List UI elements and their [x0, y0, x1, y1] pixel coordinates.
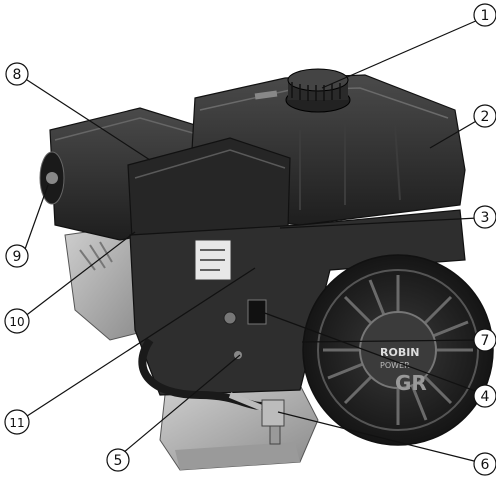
- callout-3-label: 3: [481, 210, 490, 226]
- callout-7: 7: [473, 328, 496, 352]
- callout-5: 5: [106, 448, 130, 472]
- fuel-line: [138, 337, 271, 411]
- callout-2: 2: [473, 104, 496, 128]
- callout-11-label: 11: [9, 416, 24, 430]
- callout-5-label: 5: [114, 453, 123, 469]
- callout-4-label: 4: [481, 389, 490, 405]
- brand-marking-model: GR: [395, 371, 427, 395]
- callout-8: 8: [5, 62, 29, 86]
- muffler-cover: [127, 137, 291, 251]
- callout-1-label: 1: [481, 8, 490, 24]
- callout-7-label: 7: [481, 333, 490, 349]
- callout-9: 9: [5, 244, 29, 268]
- leader-lines: [23, 19, 479, 463]
- recoil-starter: ROBIN POWER GR: [302, 254, 494, 446]
- callout-3: 3: [473, 205, 496, 229]
- callout-1: 1: [473, 3, 496, 27]
- brand-marking-line1: ROBIN: [380, 346, 420, 359]
- fuel-cap: [285, 68, 351, 113]
- callout-11: 11: [4, 409, 30, 435]
- callout-10: 10: [4, 308, 30, 334]
- callout-6-label: 6: [481, 457, 490, 473]
- callout-6: 6: [473, 452, 496, 476]
- callout-2-label: 2: [481, 109, 490, 125]
- callout-8-label: 8: [13, 67, 22, 83]
- callout-4: 4: [473, 384, 496, 408]
- callout-10-label: 10: [9, 315, 24, 329]
- callout-9-label: 9: [13, 249, 22, 265]
- brand-marking-line2: POWER: [380, 361, 410, 370]
